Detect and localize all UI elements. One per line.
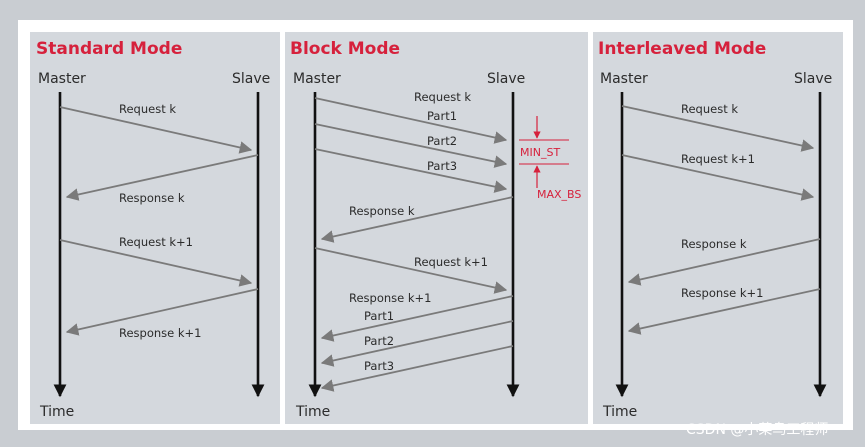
message-label: Response k+1	[681, 286, 764, 300]
master-label: Master	[600, 71, 648, 87]
message-label: Request k+1	[119, 235, 193, 249]
master-label: Master	[38, 71, 86, 87]
message-arrow	[621, 105, 815, 152]
message-arrow	[320, 295, 514, 342]
message-arrow	[314, 148, 508, 193]
message-label: Request k	[681, 102, 738, 116]
watermark-text: CSDN @小菜鸟工程师	[686, 422, 828, 438]
message-label: Part1	[364, 309, 394, 323]
panel-background	[285, 32, 588, 424]
master-label: Master	[293, 71, 341, 87]
message-arrow	[314, 97, 508, 144]
message-label: Response k+1	[349, 291, 432, 305]
max-bs-label: MAX_BS	[537, 188, 581, 201]
message-label: Part2	[364, 334, 394, 348]
message-arrow	[621, 154, 815, 201]
message-label: Response k	[119, 191, 185, 205]
timing-annotation: MIN_ST MAX_BS	[519, 116, 581, 201]
panel-block-mode: Block Mode Master Slave Time Request k P…	[285, 32, 588, 424]
time-label: Time	[602, 404, 637, 420]
message-label: Part3	[427, 159, 457, 173]
panel-background	[30, 32, 280, 424]
slave-label: Slave	[487, 71, 525, 87]
panel-title: Interleaved Mode	[598, 39, 766, 59]
panel-standard-mode: Standard Mode Master Slave Time Request …	[30, 32, 280, 424]
message-label: Part3	[364, 359, 394, 373]
message-arrow	[65, 154, 259, 201]
panel-title: Block Mode	[290, 39, 400, 59]
message-label: Request k+1	[681, 152, 755, 166]
message-arrow	[320, 320, 514, 367]
time-label: Time	[39, 404, 74, 420]
message-arrow	[59, 239, 253, 287]
panel-background	[593, 32, 843, 424]
panel-interleaved-mode: Interleaved Mode Master Slave Time Reque…	[593, 32, 843, 424]
slave-label: Slave	[232, 71, 270, 87]
message-label: Response k	[349, 204, 415, 218]
message-label: Part2	[427, 134, 457, 148]
message-arrow	[65, 288, 259, 336]
panel-title: Standard Mode	[36, 39, 182, 59]
min-st-label: MIN_ST	[520, 146, 560, 159]
message-label: Request k+1	[414, 255, 488, 269]
message-label: Response k+1	[119, 326, 202, 340]
time-label: Time	[295, 404, 330, 420]
message-label: Response k	[681, 237, 747, 251]
message-arrow	[314, 123, 508, 168]
message-arrow	[627, 238, 821, 286]
message-arrow	[314, 247, 508, 294]
message-arrow	[320, 196, 514, 243]
message-arrow	[59, 106, 253, 154]
message-arrow	[627, 288, 821, 335]
message-label: Request k	[414, 90, 471, 104]
slave-label: Slave	[794, 71, 832, 87]
message-arrow	[320, 345, 514, 392]
message-label: Request k	[119, 102, 176, 116]
message-label: Part1	[427, 109, 457, 123]
